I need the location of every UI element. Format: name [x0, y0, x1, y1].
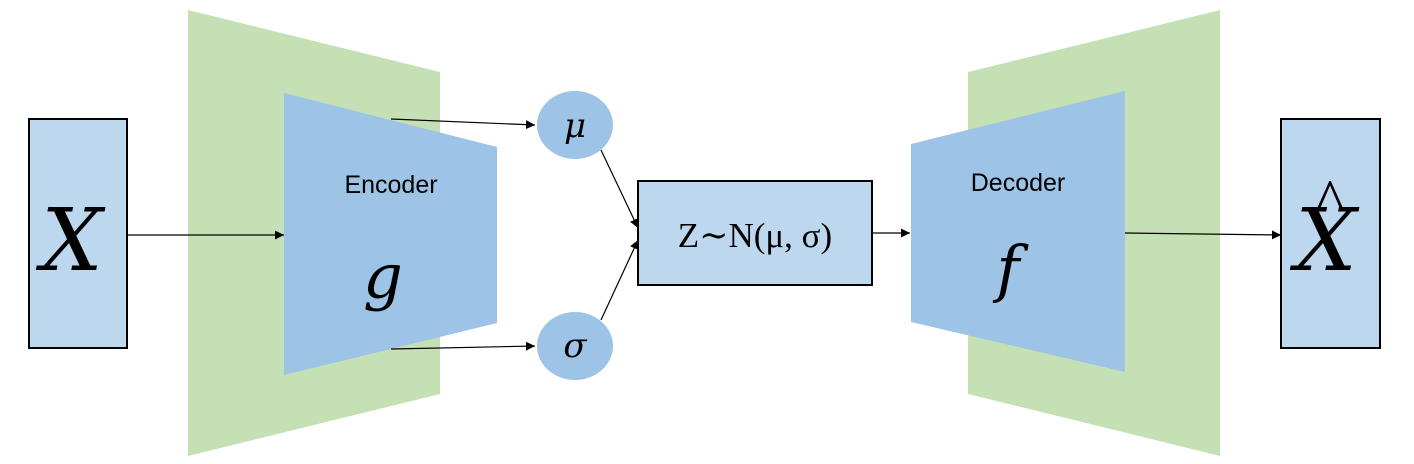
mu-node: [537, 91, 613, 159]
decoder-shape: [911, 91, 1125, 372]
decoder-label: Decoder: [971, 169, 1066, 197]
sigma-node: [537, 312, 613, 380]
sigma-symbol: σ: [563, 326, 587, 366]
encoder-shape: [284, 93, 497, 375]
arrow-encoder-to-mu: [390, 118, 536, 130]
output-box: [1280, 118, 1381, 349]
arrow-mu-to-latent: [600, 149, 639, 229]
mu-symbol: μ: [564, 106, 586, 146]
encoder-label: Encoder: [344, 171, 437, 199]
input-box: [28, 118, 128, 349]
arrow-encoder-to-sigma: [390, 341, 536, 351]
output-symbol: X: [1289, 191, 1360, 291]
output-hat: ^: [1315, 168, 1344, 236]
encoder-function: g: [363, 240, 403, 313]
arrow-sigma-to-latent: [600, 239, 639, 321]
arrow-decoder-to-output: [1124, 230, 1282, 240]
input-symbol: X: [35, 191, 106, 291]
latent-label: Z∼N(μ, σ): [678, 216, 832, 255]
